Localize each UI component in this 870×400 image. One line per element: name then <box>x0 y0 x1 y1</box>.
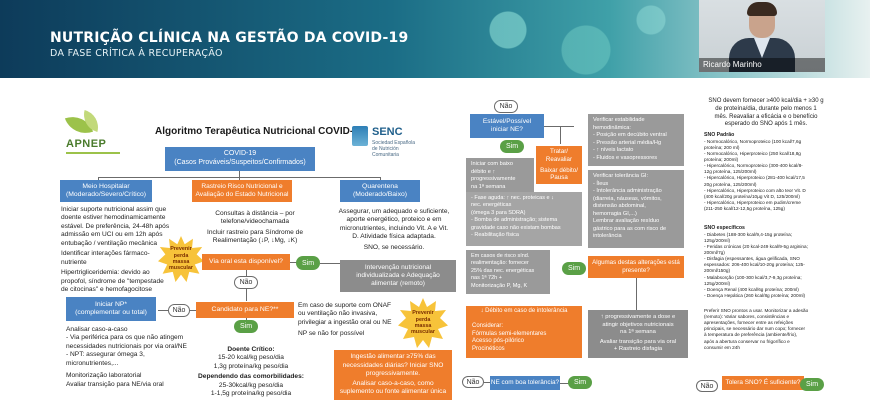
start-ne-list: Iniciar com baixo débito e ↑ progressiva… <box>466 158 534 192</box>
stable-yes-pill: Sim <box>500 140 524 153</box>
oral-intake-box: Ingestão alimentar ≥75% das necessidades… <box>334 350 452 400</box>
sno-no-pill: Não <box>696 380 718 392</box>
quarantine-text: Assegurar, um adequado e suficiente, apo… <box>338 208 450 251</box>
start-np-box: Iniciar NP* (complementar ou total) <box>66 297 156 321</box>
onaf-text: Em caso de suporte com ONAF ou ventilaçã… <box>298 302 392 338</box>
dosage-text: Doente Crítico: 15-20 kcal/kg peso/dia 1… <box>198 346 304 398</box>
nutritional-risk-box: Rastreio Risco Nutricional e Avaliação d… <box>192 180 292 202</box>
tolerance-no-pill: Não <box>462 376 484 388</box>
quarantine-box: Quarentena (Moderado/Baixo) <box>340 180 420 202</box>
stable-no-pill: Não <box>494 100 518 113</box>
risk-text: Consultas à distância – por telefone/vid… <box>206 210 304 245</box>
reduce-rate-box: ↓ Débito em caso de intolerância <box>466 306 582 318</box>
ne-candidate-box: Candidato para NE?** <box>196 302 294 318</box>
stable-ne-box: Estável/Possível iniciar NE? <box>470 114 544 138</box>
ne-no-pill: Não <box>168 304 190 317</box>
sno-specific-list: SNO específicos - Diabetes (188-300 kcal… <box>704 225 808 298</box>
tolerance-yes-pill: Sim <box>568 376 592 389</box>
senc-logo: SENC Sociedad Española de Nutrición Comu… <box>352 120 422 160</box>
sno-standard-list: SNO Padrão - Normocalórico, Normoproteic… <box>704 132 806 211</box>
banner-title: NUTRIÇÃO CLÍNICA NA GESTÃO DA COVID-19 <box>50 30 409 46</box>
ne-yes-pill: Sim <box>234 320 258 333</box>
refeeding-risk-list: Em casos de risco sínd. realimentação: f… <box>466 250 550 294</box>
intervention-box: Intervenção nutricional individualizada … <box>340 260 456 292</box>
treat-reassess-box: Tratar/ Reavaliar Baixar débito/ Pausa <box>536 146 582 184</box>
acute-phase-list: - Fase aguda: ↑ nec. proteicas e ↓ nec. … <box>466 192 582 246</box>
senc-mark-icon <box>352 126 368 146</box>
progress-dose-box: ↑ progressivamente a dose e atingir obje… <box>588 310 688 358</box>
changes-present-box: Algumas destas alterações está presente? <box>588 256 684 278</box>
covid-box: COVID-19 (Casos Prováveis/Suspeitos/Conf… <box>165 147 315 171</box>
ne-tolerance-box: NE com boa tolerância? <box>490 376 560 390</box>
sno-intro-text: SNO devem fornecer ≥400 kcal/dia + ≥30 g… <box>708 98 824 128</box>
changes-yes-pill: Sim <box>562 262 586 275</box>
sno-prefer-text: Preferir SNO prontos a usar. Monitorizar… <box>704 308 809 350</box>
case-by-case-text: Analisar caso-a-caso - Via periférica pa… <box>66 326 187 388</box>
hospital-text: Iniciar suporte nutricional assim que do… <box>61 206 170 293</box>
speaker-hair <box>747 2 777 16</box>
hemodynamic-list: Verificar estabilidade hemodinâmica: - P… <box>588 114 684 166</box>
gi-tolerance-list: Verificar tolerância GI: - Íleus - Intol… <box>588 170 684 248</box>
cell-illustration <box>430 0 690 78</box>
slide-document <box>45 78 825 400</box>
oral-yes-pill: Sim <box>296 256 320 270</box>
algorithm-title: Algoritmo Terapêutica Nutricional COVID-… <box>155 126 365 137</box>
hospital-box: Meio Hospitalar (Moderado/Severo/Crítico… <box>60 180 152 202</box>
consider-box: Considerar: Fórmulas semi-elementares Ac… <box>466 318 582 358</box>
sno-yes-pill: Sim <box>800 378 824 391</box>
speaker-name-label: Ricardo Marinho <box>699 58 825 72</box>
banner-subtitle: DA FASE CRÍTICA À RECUPERAÇÃO <box>50 48 223 59</box>
apnep-logo: APNEP <box>60 109 130 156</box>
oral-available-box: Via oral esta disponível? <box>202 254 290 270</box>
sno-tolerated-box: Tolera SNO? É suficiente? <box>722 376 804 390</box>
speaker-webcam <box>699 0 825 72</box>
oral-no-pill: Não <box>234 276 258 289</box>
